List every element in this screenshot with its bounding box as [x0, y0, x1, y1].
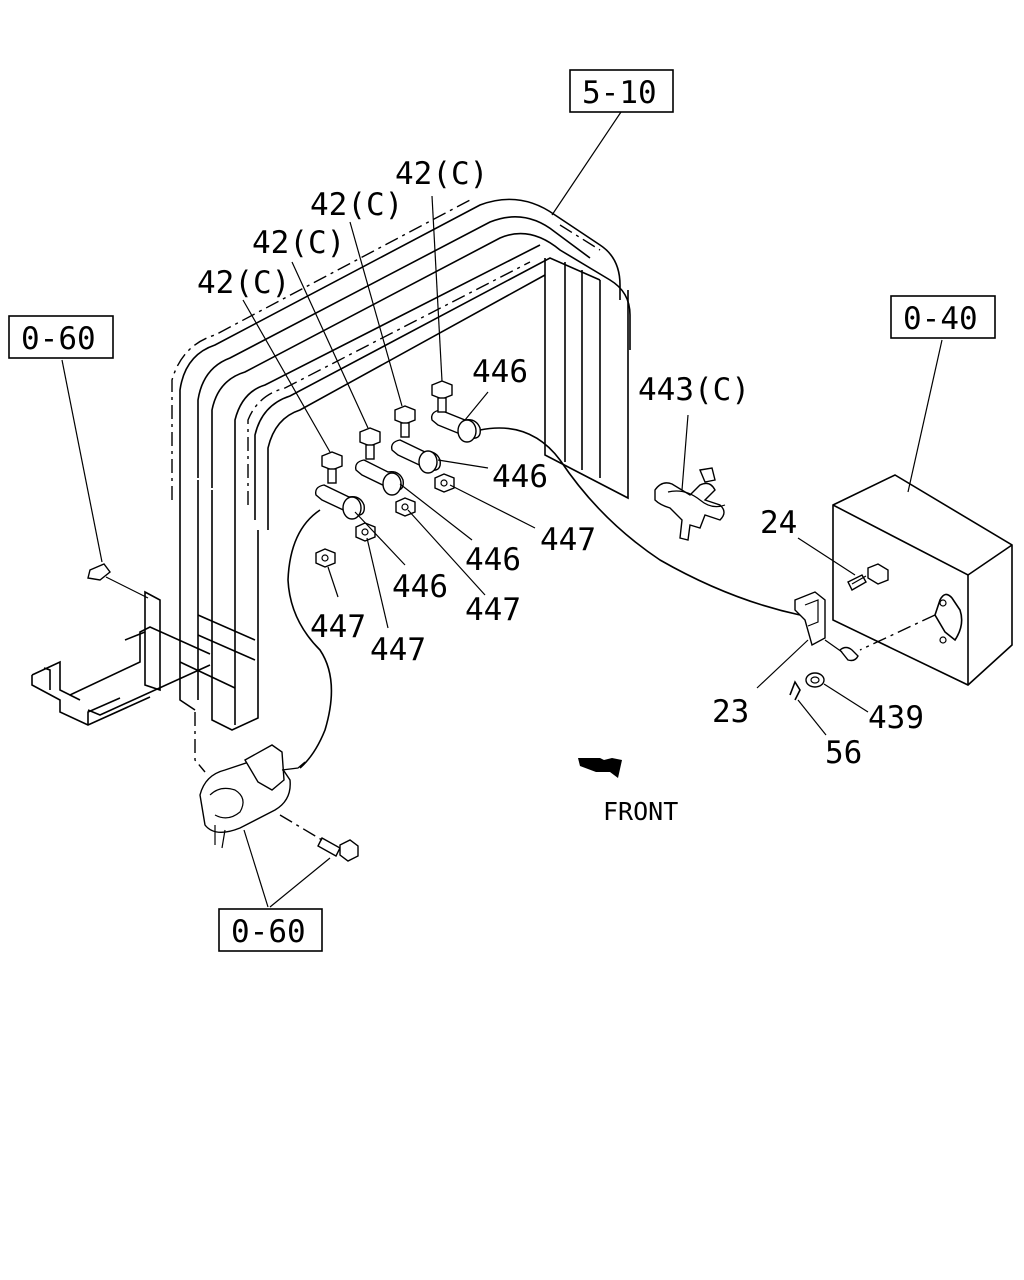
clip-446-b — [390, 439, 441, 474]
label-42c-4: 42(C) — [395, 156, 488, 192]
ref-label-top: 5-10 — [582, 75, 657, 111]
ref-box-top — [569, 69, 674, 113]
label-446-c: 446 — [465, 542, 521, 578]
nut-447-a — [434, 473, 455, 493]
label-447-b: 447 — [465, 592, 521, 628]
bracket-23 — [794, 591, 859, 662]
washer-439 — [805, 672, 825, 688]
label-447-a: 447 — [540, 522, 596, 558]
label-42c-2: 42(C) — [252, 225, 345, 261]
label-447-c: 447 — [310, 609, 366, 645]
ref-label-bottom: 0-60 — [231, 914, 306, 950]
harness-connector — [654, 467, 726, 541]
ref-box-bottom — [218, 908, 323, 952]
label-443c: 443(C) — [638, 372, 750, 408]
bolt-42c-4 — [431, 380, 453, 413]
clips — [314, 409, 481, 520]
label-42c-1: 42(C) — [197, 265, 290, 301]
bolt-42c-3 — [394, 405, 416, 438]
label-446-b: 446 — [492, 459, 548, 495]
bolt-42c-1 — [321, 451, 343, 484]
nut-447-d — [315, 548, 336, 568]
label-447-d: 447 — [370, 632, 426, 668]
nut-447-b — [395, 497, 416, 517]
pin-56 — [789, 680, 801, 701]
bolt-42c-2 — [359, 427, 381, 460]
bolts — [321, 380, 453, 484]
bolt-24 — [847, 563, 889, 591]
label-front: FRONT — [603, 797, 678, 826]
label-446-d: 446 — [392, 569, 448, 605]
cross-member — [31, 563, 211, 726]
ref-label-right: 0-40 — [903, 301, 978, 337]
label-439: 439 — [868, 700, 924, 736]
nut-447-c — [355, 522, 376, 542]
leader-lines — [61, 111, 943, 908]
label-56: 56 — [825, 735, 862, 771]
clip-446-a — [430, 409, 481, 443]
label-446-a: 446 — [472, 354, 528, 390]
label-42c-3: 42(C) — [310, 187, 403, 223]
frame-member — [171, 198, 631, 731]
component-box — [832, 474, 1013, 686]
clip-446-c — [354, 459, 404, 496]
sensor-assembly — [194, 712, 359, 862]
label-24: 24 — [760, 505, 797, 541]
ref-label-left: 0-60 — [21, 321, 96, 357]
ref-box-right — [890, 295, 996, 339]
label-23: 23 — [712, 694, 749, 730]
cable — [287, 427, 801, 769]
ref-box-left — [8, 315, 114, 359]
front-arrow-icon — [578, 758, 622, 778]
